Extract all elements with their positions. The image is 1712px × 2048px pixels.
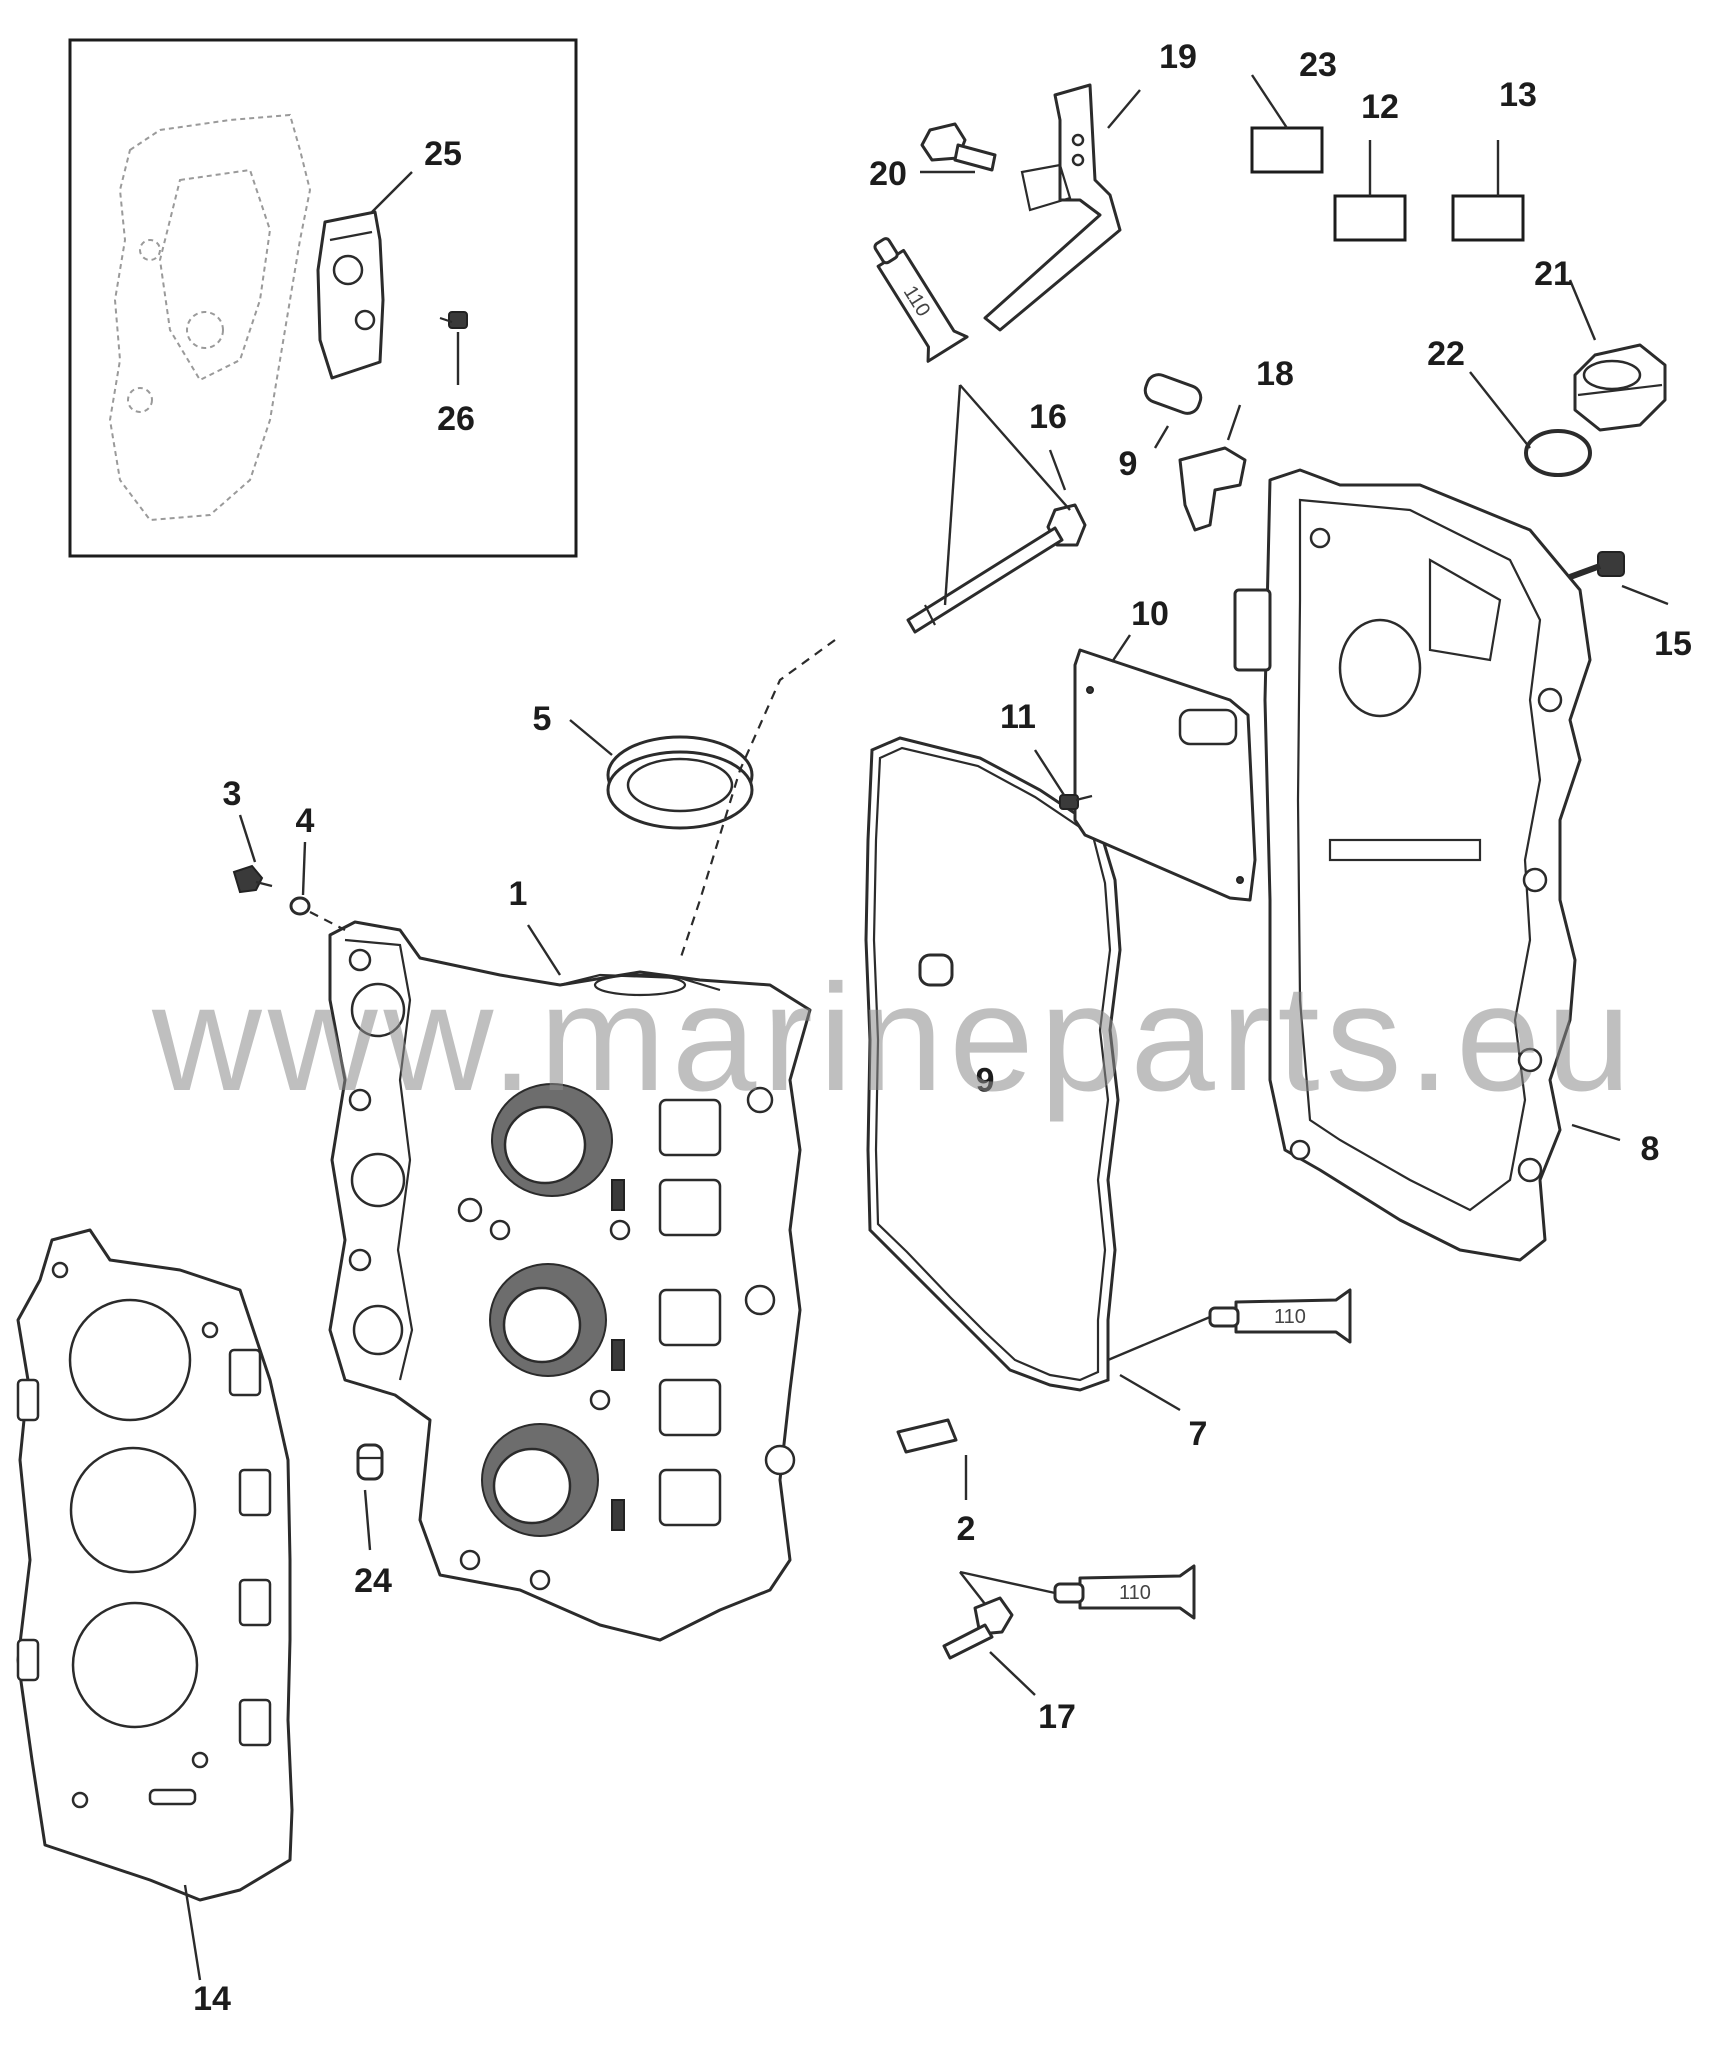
callout-13: 13 [1499,76,1537,114]
callout-8: 8 [1641,1130,1660,1168]
cover-plate-part-25 [316,210,385,380]
dowel-pin-part-24 [356,1443,384,1481]
callout-11: 11 [1000,698,1036,736]
decal-part-23 [1250,126,1324,174]
cylinder-head-part-1 [328,920,812,1642]
callout-24: 24 [354,1562,392,1600]
callout-12: 12 [1361,88,1399,126]
screw-part-15 [1568,551,1625,580]
callout-15: 15 [1654,625,1692,663]
callout-3: 3 [223,775,242,813]
callout-5: 5 [533,700,552,738]
head-gasket-part-14 [16,1228,294,1902]
plate-part-10 [1073,648,1257,902]
decal-part-12 [1333,194,1407,242]
callout-17: 17 [1038,1698,1076,1736]
callout-10: 10 [1131,595,1169,633]
callout-16: 16 [1029,398,1067,436]
callout-18: 18 [1256,355,1294,393]
sealant-tube-3: 110 [1053,1564,1196,1620]
inset-frame [68,38,578,558]
callout-25: 25 [424,135,462,173]
callout-19: 19 [1159,38,1197,76]
elbow-fitting-part-18 [1178,446,1247,532]
callout-22: 22 [1427,335,1465,373]
bracket-part-19 [983,83,1122,332]
callout-23: 23 [1299,46,1337,84]
dash-line-4 [309,911,346,931]
bolt-part-3 [232,864,273,894]
washer-part-4 [289,896,311,916]
bolt-part-20 [920,122,997,172]
callout-9: 9 [1119,445,1138,483]
callout-1: 1 [509,875,528,913]
bolt-part-17 [942,1596,1014,1660]
decal-part-13 [1451,194,1525,242]
callout-26: 26 [437,400,475,438]
screw-part-26 [439,311,468,329]
dowel-part-2 [896,1418,958,1454]
sealant-tube-label: 110 [1274,1306,1306,1328]
callout-2: 2 [957,1510,976,1548]
filler-cap-part-21 [1573,343,1667,432]
watermark-text: www.marineparts.eu [151,953,1637,1123]
head-cover-part-8 [1233,468,1592,1262]
callout-4: 4 [296,802,315,840]
plug-part-6 [918,953,954,987]
sealant-tube-1: 110 [873,237,969,363]
sealant-tube-label: 110 [1119,1582,1151,1604]
callout-21: 21 [1534,255,1572,293]
seal-ring-part-5 [606,735,754,830]
callout-7: 7 [1189,1415,1208,1453]
fitting-part-9 [1143,373,1203,415]
leader-lines [183,74,1669,1981]
o-ring-part-22 [1524,429,1592,477]
callout-6: 6 [976,1060,995,1098]
inset-engine-outline [108,113,312,522]
sealant-tube-2: 110 [1208,1288,1352,1344]
callout-20: 20 [869,155,907,193]
callout-14: 14 [193,1980,231,2018]
screw-part-11 [1059,794,1093,810]
callout-numbers: 1 2 3 4 5 6 7 8 9 10 11 12 13 14 15 16 1… [193,38,1692,2018]
inset-detail [68,38,578,558]
long-bolt-part-16 [906,503,1087,634]
